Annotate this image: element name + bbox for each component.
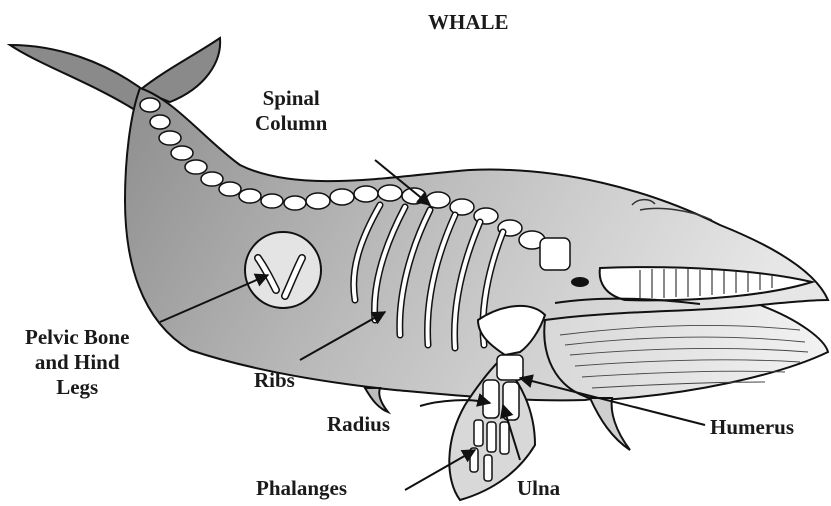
label-pelvic-bone: Pelvic Bone and Hind Legs: [25, 325, 129, 401]
pelvic-bone-inset: [245, 232, 321, 308]
label-humerus: Humerus: [710, 415, 794, 440]
throat-grooves: [544, 305, 828, 400]
tail-flukes: [10, 38, 220, 110]
lower-fin-back: [365, 388, 388, 412]
label-radius: Radius: [327, 412, 390, 437]
label-ulna: Ulna: [517, 476, 560, 501]
label-ribs: Ribs: [254, 368, 295, 393]
lower-fin-front: [590, 398, 630, 450]
label-spinal-column: Spinal Column: [255, 86, 327, 136]
eye: [571, 277, 589, 287]
page-title: WHALE: [428, 10, 509, 35]
label-phalanges: Phalanges: [256, 476, 347, 501]
